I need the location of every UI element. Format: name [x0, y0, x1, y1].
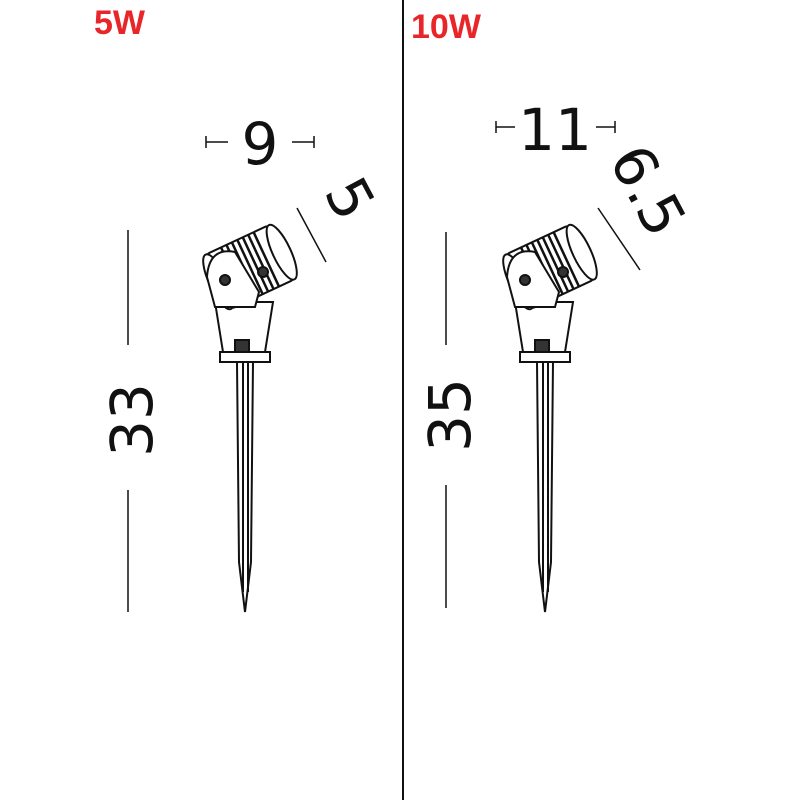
head-diameter-10w: 6.5: [596, 134, 699, 247]
variant-label-5w: 5W: [94, 4, 145, 42]
variant-label-10w: 10W: [411, 8, 481, 46]
width-10w: 11: [518, 96, 592, 164]
spike-light-5w: [196, 219, 304, 614]
height-5w: 33: [98, 383, 166, 457]
dimension-lines-5w: [127, 136, 327, 612]
head-diameter-5w: 5: [311, 166, 388, 231]
dimension-lines-10w: [445, 121, 641, 608]
width-5w: 9: [242, 110, 279, 178]
spike-light-10w: [496, 219, 604, 614]
height-10w: 35: [416, 378, 484, 452]
